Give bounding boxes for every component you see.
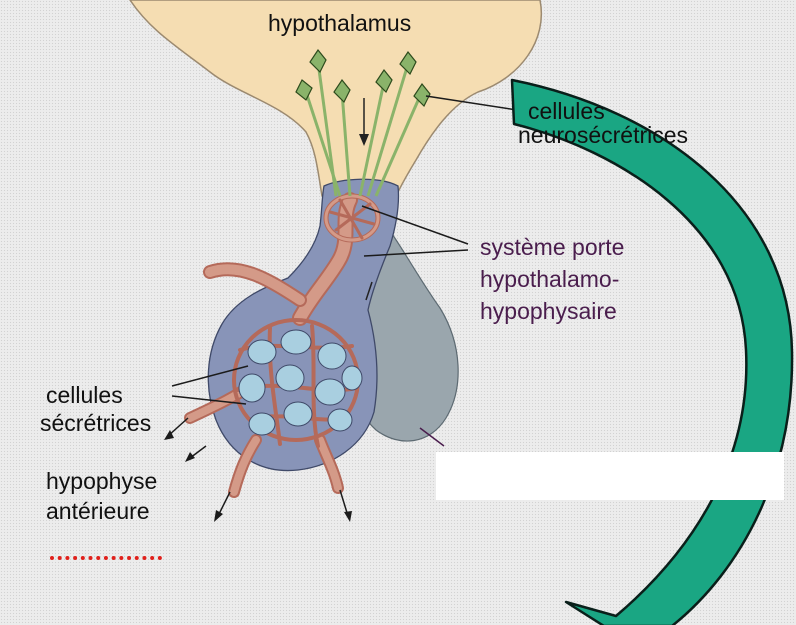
label-portal-line3: hypophysaire: [480, 298, 617, 324]
label-secretory-line1: cellules: [46, 382, 123, 408]
label-portal-line1: système porte: [480, 234, 624, 260]
label-neurosecretory-line1: cellules: [528, 98, 605, 124]
label-neurosecretory-line2: neurosécrétrices: [518, 122, 688, 148]
label-anterior-line1: hypophyse: [46, 468, 157, 494]
label-anterior-line2: antérieure: [46, 498, 150, 524]
dotted-placeholder-line: [50, 556, 162, 560]
curved-arrow-icon: [512, 80, 792, 625]
label-portal-line2: hypothalamo-: [480, 266, 619, 292]
hidden-label-box: [436, 452, 784, 500]
label-secretory-line2: sécrétrices: [40, 410, 151, 436]
label-hypothalamus: hypothalamus: [268, 10, 411, 36]
